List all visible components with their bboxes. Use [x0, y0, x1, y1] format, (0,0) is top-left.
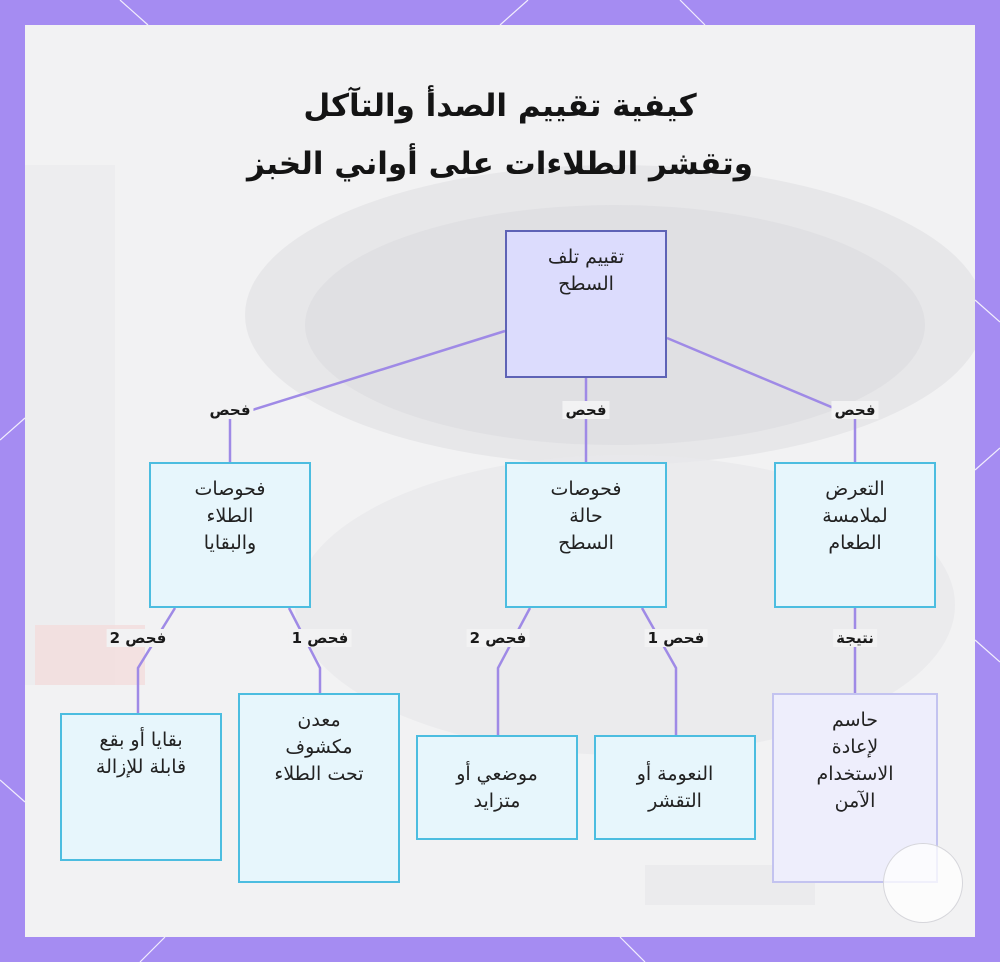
category-food: التعرض لملامسة الطعام: [774, 462, 936, 608]
category-surface: فحوصات حالة السطح: [505, 462, 667, 608]
edge-label-food-result: نتيجة: [833, 629, 877, 647]
edge-label-root-coating: فحص: [206, 401, 254, 419]
diagram-panel: كيفية تقييم الصدأ والتآكل وتقشر الطلاءات…: [25, 25, 975, 937]
edge-label-surface-check2: فحص 2: [466, 629, 530, 647]
title-line-1: كيفية تقييم الصدأ والتآكل: [303, 88, 697, 124]
watermark-logo-icon: [883, 843, 963, 923]
category-coating: فحوصات الطلاء والبقايا: [149, 462, 311, 608]
leaf-smooth: النعومة أو التقشر: [594, 735, 756, 840]
edge-coating-metal: [287, 607, 322, 693]
edge-label-coating-check2: فحص 2: [106, 629, 170, 647]
diagram-title: كيفية تقييم الصدأ والتآكل وتقشر الطلاءات…: [25, 77, 975, 193]
root-node: تقييم تلف السطح: [505, 230, 667, 378]
edge-label-root-surface: فحص: [562, 401, 610, 419]
title-line-2: وتقشر الطلاءات على أواني الخبز: [246, 146, 754, 182]
edge-label-coating-check1: فحص 1: [288, 629, 352, 647]
edge-surface-smooth: [640, 607, 678, 735]
leaf-residue: بقايا أو بقع قابلة للإزالة: [60, 713, 222, 861]
leaf-metal: معدن مكشوف تحت الطلاء: [238, 693, 400, 883]
edge-surface-local: [496, 607, 532, 735]
edge-label-root-food: فحص: [831, 401, 879, 419]
edge-root-coating: [228, 329, 506, 462]
edge-label-surface-check1: فحص 1: [644, 629, 708, 647]
leaf-local: موضعي أو متزايد: [416, 735, 578, 840]
edge-root-food: [666, 336, 857, 462]
edge-coating-residue: [136, 607, 177, 713]
